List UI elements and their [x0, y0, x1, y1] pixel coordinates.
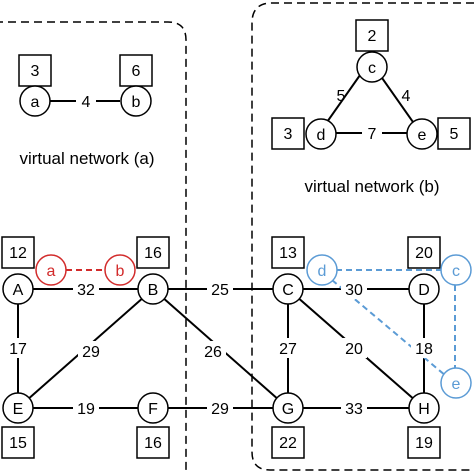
vnb-node-label-c: c: [368, 60, 376, 77]
sub-node-G: [272, 392, 304, 424]
mapped-node-d: [306, 254, 338, 286]
sub-node-label-F: F: [148, 401, 158, 418]
vna-node-b: [120, 85, 152, 117]
vna-capacity-box-b: [119, 54, 153, 87]
virtual-network-b: 5 4 7 2 c 3 d 5 e virtual network (b): [271, 19, 471, 196]
sub-capacity-box-E: [1, 426, 35, 459]
mapped-node-e: [440, 367, 472, 399]
mapped-node-label-b: b: [116, 263, 125, 280]
sub-edge-label-bg-B-G: [200, 341, 226, 361]
sub-edge-label-bg-C-D: [341, 279, 367, 299]
vnb-capacity-e: 5: [450, 126, 459, 143]
sub-node-E: [2, 392, 34, 424]
sub-edge-label-bg-D-H: [411, 338, 437, 358]
sub-edge-label-C-G: 27: [279, 341, 297, 358]
vnb-edge-label-c-d: 5: [337, 88, 346, 105]
sub-node-H: [408, 392, 440, 424]
sub-capacity-box-B: [136, 236, 170, 269]
sub-edge-label-C-D: 30: [345, 282, 363, 299]
vnb-node-e: [406, 118, 438, 150]
vna-node-label-b: b: [132, 94, 141, 111]
vnb-node-d: [305, 118, 337, 150]
vnb-capacity-d: 3: [284, 126, 293, 143]
vnb-edge-label-d-e: 7: [368, 126, 377, 143]
sub-edge-label-C-H: 20: [345, 341, 363, 358]
sub-edge-label-D-H: 18: [415, 341, 433, 358]
vna-node-label-a: a: [31, 94, 40, 111]
vnb-node-c: [356, 51, 388, 83]
vna-caption: virtual network (a): [19, 149, 154, 168]
sub-edge-label-B-G: 26: [204, 344, 222, 361]
sub-edge-label-B-C: 25: [211, 282, 229, 299]
sub-capacity-box-F: [136, 426, 170, 459]
sub-edge-label-A-E: 17: [9, 341, 27, 358]
sub-edge-label-A-B: 32: [77, 282, 95, 299]
sub-edge-label-bg-F-G: [207, 398, 233, 418]
sub-node-label-A: A: [13, 282, 24, 299]
vnb-edge-label-c-e: 4: [402, 88, 411, 105]
sub-edge-label-bg-A-E: [5, 338, 31, 358]
sub-capacity-F: 16: [144, 435, 162, 452]
sub-node-label-C: C: [282, 282, 294, 299]
vna-capacity-a: 3: [31, 63, 40, 80]
sub-edge-label-bg-G-H: [341, 398, 367, 418]
region-boundary-left: [0, 21, 187, 474]
sub-node-label-G: G: [282, 401, 294, 418]
vnb-capacity-box-e: [437, 117, 471, 150]
sub-capacity-box-G: [271, 426, 305, 459]
vnb-capacity-c: 2: [368, 28, 377, 45]
substrate-network: 32 25 30 17 29 26 27 20 18 19 29 33 12 1…: [1, 236, 472, 459]
mapped-node-label-e: e: [452, 376, 461, 393]
sub-capacity-A: 12: [9, 245, 27, 262]
mapped-node-label-d: d: [318, 263, 327, 280]
sub-node-D: [408, 273, 440, 305]
sub-capacity-G: 22: [279, 435, 297, 452]
sub-edge-label-bg-E-F: [73, 398, 99, 418]
sub-capacity-B: 16: [144, 245, 162, 262]
mapped-node-label-a: a: [47, 263, 56, 280]
mapped-node-b: [104, 254, 136, 286]
sub-edge-label-bg-B-C: [207, 279, 233, 299]
vna-capacity-b: 6: [132, 63, 141, 80]
vnb-caption: virtual network (b): [304, 177, 439, 196]
sub-edge-label-E-F: 19: [77, 401, 95, 418]
vnb-capacity-box-d: [271, 117, 305, 150]
sub-capacity-box-A: [1, 236, 35, 269]
vnb-node-label-e: e: [418, 127, 427, 144]
sub-edge-label-bg-B-E: [78, 341, 104, 361]
sub-node-label-E: E: [13, 401, 24, 418]
sub-node-label-H: H: [418, 401, 430, 418]
sub-node-B: [137, 273, 169, 305]
sub-capacity-box-H: [407, 426, 441, 459]
sub-edge-label-bg-C-G: [275, 338, 301, 358]
sub-capacity-D: 20: [415, 245, 433, 262]
sub-capacity-E: 15: [9, 435, 27, 452]
sub-capacity-C: 13: [279, 245, 297, 262]
sub-capacity-box-C: [271, 236, 305, 269]
sub-edge-label-G-H: 33: [345, 401, 363, 418]
sub-node-C: [272, 273, 304, 305]
vnb-edge-label-bg: [362, 123, 382, 143]
sub-node-F: [137, 392, 169, 424]
vnb-node-label-d: d: [317, 127, 326, 144]
sub-capacity-H: 19: [415, 435, 433, 452]
sub-node-A: [2, 273, 34, 305]
sub-edge-label-F-G: 29: [211, 401, 229, 418]
sub-edge-label-bg-C-H: [341, 338, 367, 358]
sub-capacity-box-D: [407, 236, 441, 269]
sub-edge-label-B-E: 29: [82, 344, 100, 361]
region-boundary-right: [251, 2, 474, 471]
mapped-node-a: [35, 254, 67, 286]
mapped-node-c: [440, 254, 472, 286]
sub-node-label-B: B: [148, 282, 159, 299]
sub-edge-label-bg-A-B: [73, 279, 99, 299]
sub-node-label-D: D: [418, 282, 430, 299]
vna-edge-label-bg: [76, 90, 96, 110]
mapped-node-label-c: c: [452, 263, 460, 280]
vna-edge-label-a-b: 4: [82, 94, 91, 111]
vnb-capacity-box-c: [355, 19, 389, 52]
virtual-network-a: 4 3 a 6 b virtual network (a): [18, 54, 155, 168]
vna-node-a: [19, 85, 51, 117]
